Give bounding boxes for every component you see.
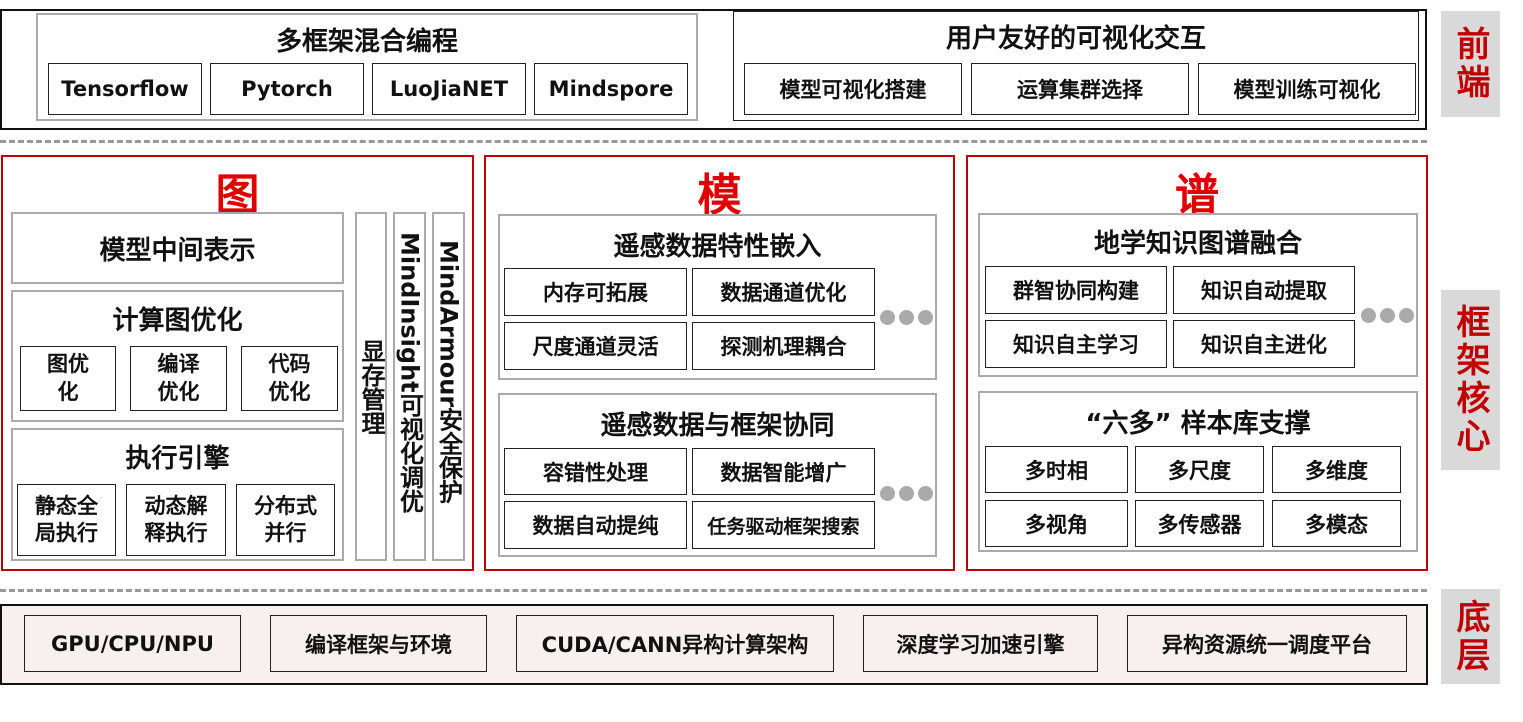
kg-item: 知识自主学习 — [985, 320, 1167, 368]
group-title: 遥感数据与框架协同 — [600, 411, 835, 441]
group-title: 计算图优化 — [112, 306, 243, 336]
memory-management-column: 显存管理 — [355, 212, 387, 561]
framework-mindspore: Mindspore — [534, 63, 688, 115]
sample-item: 多传感器 — [1135, 500, 1264, 547]
framework-luojianet: LuoJiaNET — [372, 63, 526, 115]
side-label-base: 底层 — [1441, 589, 1500, 684]
group-title: “六多” 样本库支撑 — [1085, 409, 1311, 439]
graph-opt-item: 编译优化 — [130, 346, 227, 411]
kg-item: 群智协同构建 — [985, 266, 1167, 314]
mindarmour-column: MindArmour安全保护 — [432, 212, 465, 561]
mindinsight-column: MindInsight可视化调优 — [393, 212, 426, 561]
kg-item: 知识自主进化 — [1173, 320, 1355, 368]
embed-item: 内存可拓展 — [504, 268, 687, 316]
sample-item: 多维度 — [1272, 446, 1401, 493]
sample-item: 多模态 — [1272, 500, 1401, 547]
more-ellipsis-icon — [1361, 308, 1414, 323]
exec-item: 分布式并行 — [236, 484, 335, 556]
base-item: GPU/CPU/NPU — [24, 615, 241, 672]
exec-item: 静态全局执行 — [17, 484, 116, 556]
more-ellipsis-icon — [880, 310, 933, 325]
divider — [0, 589, 1427, 592]
sample-item: 多时相 — [985, 446, 1128, 493]
kg-item: 知识自动提取 — [1173, 266, 1355, 314]
more-ellipsis-icon — [880, 486, 933, 501]
collab-item: 容错性处理 — [504, 448, 687, 495]
visual-item: 模型可视化搭建 — [744, 63, 962, 115]
visual-item: 运算集群选择 — [971, 63, 1189, 115]
group-title: 多框架混合编程 — [275, 27, 458, 57]
collab-item: 数据自动提纯 — [504, 501, 687, 549]
base-item: CUDA/CANN异构计算架构 — [516, 615, 834, 672]
divider — [0, 140, 1427, 143]
collab-item: 任务驱动框架搜索 — [692, 501, 875, 549]
group-title: 地学知识图谱融合 — [1093, 229, 1302, 259]
column-label: 显存管理 — [357, 338, 385, 435]
visual-item: 模型训练可视化 — [1198, 63, 1416, 115]
sample-item: 多视角 — [985, 500, 1128, 547]
group-title: 用户友好的可视化交互 — [945, 24, 1206, 54]
graph-opt-item: 图优化 — [20, 346, 116, 411]
sample-item: 多尺度 — [1135, 446, 1264, 493]
spectrum-panel: 谱 — [966, 155, 1428, 571]
base-item: 异构资源统一调度平台 — [1127, 615, 1407, 672]
exec-item: 动态解释执行 — [126, 484, 226, 556]
model-panel: 模 — [484, 155, 955, 571]
frontend-layer — [0, 9, 1427, 130]
base-item: 编译框架与环境 — [270, 615, 487, 672]
embed-item: 尺度通道灵活 — [504, 322, 687, 370]
side-label-frontend: 前端 — [1441, 11, 1500, 117]
column-label: MindInsight可视化调优 — [395, 232, 424, 513]
model-title: 模 — [697, 170, 742, 221]
collab-item: 数据智能增广 — [692, 448, 875, 495]
group-title: 遥感数据特性嵌入 — [613, 232, 822, 262]
embed-item: 探测机理耦合 — [692, 322, 875, 370]
side-label-core: 框架核心 — [1441, 290, 1500, 470]
framework-tensorflow: Tensorflow — [48, 63, 202, 115]
column-label: MindArmour安全保护 — [434, 240, 463, 504]
graph-opt-item: 代码优化 — [241, 346, 338, 411]
spectrum-title: 谱 — [1175, 170, 1219, 221]
group-title: 执行引擎 — [125, 444, 230, 474]
embed-item: 数据通道优化 — [692, 268, 875, 316]
base-item: 深度学习加速引擎 — [863, 615, 1098, 672]
framework-pytorch: Pytorch — [210, 63, 364, 115]
model-ir: 模型中间表示 — [11, 212, 344, 284]
